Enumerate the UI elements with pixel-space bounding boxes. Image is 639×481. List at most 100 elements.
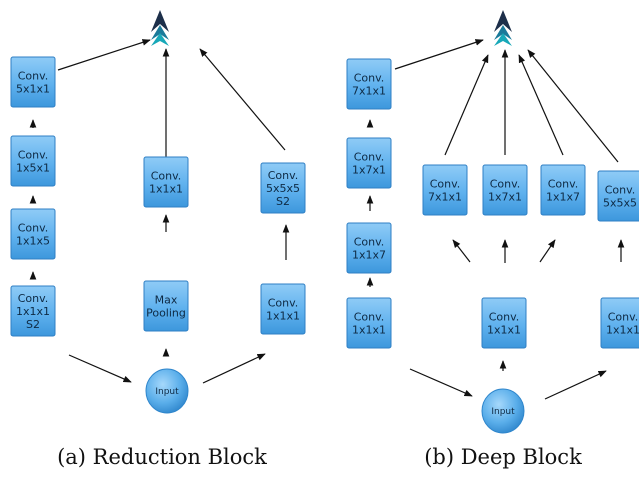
conv-block-node: Conv.1x1x5	[10, 208, 56, 260]
node-label-line: 1x7x1	[352, 164, 386, 177]
figure-caption: (b) Deep Block	[424, 445, 582, 469]
arrow-1-6	[518, 54, 564, 156]
output-chevron-icon	[494, 10, 512, 46]
node-label-line: Conv.	[608, 311, 639, 324]
node-box	[10, 285, 56, 337]
node-label-line: Conv.	[268, 169, 299, 182]
nodes-layer: Conv.5x1x1Conv.1x5x1Conv.1x1x5Conv.1x1x1…	[10, 56, 639, 349]
node-label-line: 7x1x1	[352, 85, 386, 98]
node-label-line: 1x5x1	[16, 162, 50, 175]
node-label-line: Pooling	[146, 307, 186, 320]
node-box	[143, 156, 189, 208]
node-label-line: 1x7x1	[488, 191, 522, 204]
conv-block-node: Conv.1x5x1	[10, 135, 56, 187]
node-label-line: 1x1x1	[606, 324, 639, 337]
input-label: Input	[155, 387, 179, 397]
output-chevron-icon	[151, 10, 169, 46]
node-label-line: S2	[276, 195, 290, 208]
node-label-line: 1x1x1	[16, 305, 50, 318]
node-label-line: Conv.	[18, 70, 49, 83]
arrow-1-0	[394, 39, 484, 70]
conv-block-node: Conv.7x1x1	[346, 58, 392, 110]
arrow-1-7	[527, 49, 619, 163]
conv-block-node: Conv.1x1x1	[346, 297, 392, 349]
node-box	[597, 170, 639, 222]
arrow-1-4	[444, 54, 489, 156]
node-label-line: Conv.	[354, 236, 385, 249]
node-box	[422, 164, 468, 216]
node-label-line: Conv.	[548, 178, 579, 191]
figure-caption: (a) Reduction Block	[57, 445, 267, 469]
node-box	[600, 297, 639, 349]
node-label-line: Conv.	[268, 297, 299, 310]
node-label-line: Conv.	[18, 149, 49, 162]
node-label-line: 1x1x7	[352, 249, 386, 262]
node-box	[346, 58, 392, 110]
node-label-line: 5x5x5	[603, 197, 637, 210]
node-label-line: Conv.	[430, 178, 461, 191]
node-box	[143, 280, 189, 332]
node-label-line: 5x1x1	[16, 83, 50, 96]
arrow-1-12	[409, 368, 473, 397]
conv-block-node: Conv.1x1x7	[540, 164, 586, 216]
arrow-0-8	[202, 353, 266, 384]
arrow-0-0	[57, 39, 151, 71]
arrow-1-10	[539, 239, 556, 263]
conv-block-node: Conv.7x1x1	[422, 164, 468, 216]
node-box	[10, 135, 56, 187]
node-label-line: 1x1x7	[546, 191, 580, 204]
node-label-line: Conv.	[354, 311, 385, 324]
conv-block-node: Conv.1x1x1	[600, 297, 639, 349]
arrow-1-14	[544, 370, 607, 400]
node-label-line: 1x1x1	[266, 310, 300, 323]
input-node: Input	[481, 388, 525, 434]
node-box	[260, 162, 306, 214]
node-label-line: 1x1x5	[16, 235, 50, 248]
node-label-line: 7x1x1	[428, 191, 462, 204]
node-label-line: 5x5x5	[266, 182, 300, 195]
node-box	[346, 297, 392, 349]
logos-layer	[151, 10, 512, 46]
node-label-line: 1x1x1	[149, 183, 183, 196]
node-box	[346, 137, 392, 189]
conv-block-node: Conv.1x7x1	[346, 137, 392, 189]
node-label-line: Conv.	[490, 178, 521, 191]
node-label-line: Conv.	[151, 170, 182, 183]
node-box	[10, 56, 56, 108]
node-box	[10, 208, 56, 260]
node-box	[481, 297, 527, 349]
node-box	[540, 164, 586, 216]
node-label-line: Conv.	[18, 222, 49, 235]
input-circle	[481, 388, 525, 434]
conv-block-node: Conv.1x7x1	[482, 164, 528, 216]
node-label-line: Conv.	[354, 72, 385, 85]
node-label-line: 1x1x1	[487, 324, 521, 337]
input-label: Input	[491, 407, 515, 417]
node-label-line: 1x1x1	[352, 324, 386, 337]
conv-block-node: Conv.1x1x1	[143, 156, 189, 208]
input-circle	[145, 368, 189, 414]
conv-block-node: Conv.1x1x1	[481, 297, 527, 349]
conv-block-node: Conv.1x1x7	[346, 222, 392, 274]
edges-layer	[29, 39, 625, 400]
input-node: Input	[145, 368, 189, 414]
conv-block-node: Conv.5x1x1	[10, 56, 56, 108]
node-label-line: Conv.	[605, 184, 636, 197]
node-label-line: Max	[155, 294, 178, 307]
conv-block-node: Conv.1x1x1	[260, 283, 306, 335]
arrow-0-4	[68, 354, 132, 383]
node-box	[346, 222, 392, 274]
node-box	[260, 283, 306, 335]
arrow-1-8	[452, 239, 471, 263]
arrow-0-9	[199, 48, 286, 151]
node-label-line: Conv.	[489, 311, 520, 324]
node-label-line: S2	[26, 318, 40, 331]
captions-layer: (a) Reduction Block (b) Deep Block	[57, 445, 582, 469]
node-box	[482, 164, 528, 216]
node-label-line: Conv.	[18, 292, 49, 305]
